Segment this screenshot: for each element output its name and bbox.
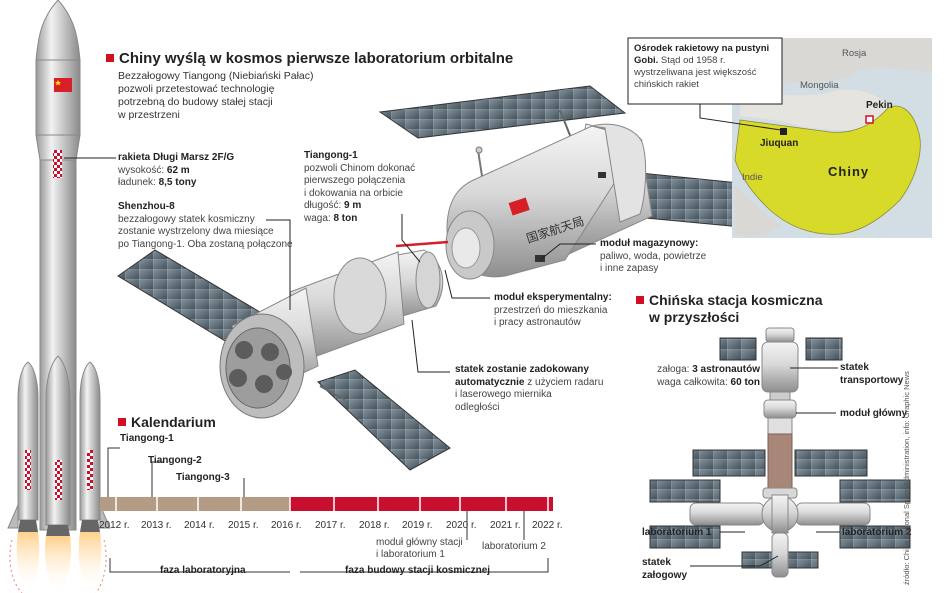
map-label-beijing: Pekin bbox=[866, 100, 893, 111]
map-label-mongolia: Mongolia bbox=[800, 80, 839, 91]
timeline bbox=[100, 447, 553, 573]
label-lab1: laboratorium 1 bbox=[642, 527, 712, 538]
storage-module-label: moduł magazynowy: paliwo, woda, powietrz… bbox=[600, 238, 707, 274]
calendar-marker-icon bbox=[118, 418, 126, 426]
long-march-rocket bbox=[7, 0, 111, 593]
leader-lines bbox=[64, 157, 596, 373]
source-note: źródło: China National Space Administrat… bbox=[902, 371, 911, 585]
year-2013: 2013 r. bbox=[141, 520, 172, 531]
year-2012: 2012 r. bbox=[99, 520, 130, 531]
year-2015: 2015 r. bbox=[228, 520, 259, 531]
intro-text: Bezzałogowy Tiangong (Niebiański Pałac) … bbox=[118, 70, 314, 121]
map-label-jiuquan: Jiuquan bbox=[760, 138, 799, 149]
shenzhou-8-spacecraft bbox=[219, 249, 444, 419]
tiangong-1-module: 国家航天局 bbox=[395, 123, 653, 280]
label-main-module: moduł główny bbox=[840, 408, 908, 419]
tiangong-label: Tiangong-1 pozwoli Chinom dokonać pierws… bbox=[304, 150, 416, 224]
year-2017: 2017 r. bbox=[315, 520, 346, 531]
gobi-info-box: Ośrodek rakietowy na pustyni Gobi. Stąd … bbox=[634, 43, 770, 90]
year-2021: 2021 r. bbox=[490, 520, 521, 531]
future-station-title: Chińska stacja kosmiczna w przyszłości bbox=[636, 292, 823, 326]
future-station bbox=[649, 327, 911, 578]
launch-tiangong-1: Tiangong-1 bbox=[120, 433, 174, 444]
note-main-module: moduł główny stacji i laboratorium 1 bbox=[376, 537, 463, 560]
docking-label: statek zostanie zadokowany automatycznie… bbox=[455, 364, 604, 413]
label-crew-ship: statek załogowy bbox=[642, 557, 688, 581]
title-marker-icon bbox=[106, 54, 114, 62]
note-lab2: laboratorium 2 bbox=[482, 541, 546, 552]
label-transport-ship: statek transportowy bbox=[840, 362, 904, 386]
launch-tiangong-3: Tiangong-3 bbox=[176, 472, 230, 483]
timeline-build-phase bbox=[290, 497, 553, 511]
station-stats: załoga: 3 astronautów waga całkowita: 60… bbox=[657, 364, 760, 388]
calendar-title: Kalendarium bbox=[118, 414, 216, 431]
future-marker-icon bbox=[636, 296, 644, 304]
shenzhou-label: Shenzhou-8 bezzałogowy statek kosmiczny … bbox=[118, 201, 293, 250]
launch-tiangong-2: Tiangong-2 bbox=[148, 455, 202, 466]
china-map bbox=[627, 37, 932, 238]
map-label-russia: Rosja bbox=[842, 48, 867, 59]
year-2019: 2019 r. bbox=[402, 520, 433, 531]
year-2022: 2022 r. bbox=[532, 520, 563, 531]
year-2018: 2018 r. bbox=[359, 520, 390, 531]
map-label-china: Chiny bbox=[828, 164, 870, 179]
experimental-module-label: moduł eksperymentalny: przestrzeń do mie… bbox=[494, 292, 612, 328]
year-2016: 2016 r. bbox=[271, 520, 302, 531]
main-title: Chiny wyślą w kosmos pierwsze laboratori… bbox=[106, 50, 513, 68]
timeline-lab-phase bbox=[100, 497, 290, 511]
rocket-label: rakieta Długi Marsz 2F/G wysokość: 62 m … bbox=[118, 152, 235, 188]
label-lab2: laboratorium 2 bbox=[842, 527, 912, 538]
map-label-india: Indie bbox=[742, 172, 763, 183]
phase-build: faza budowy stacji kosmicznej bbox=[345, 565, 491, 576]
phase-lab: faza laboratoryjna bbox=[160, 565, 246, 576]
year-2014: 2014 r. bbox=[184, 520, 215, 531]
year-2020: 2020 r. bbox=[446, 520, 477, 531]
